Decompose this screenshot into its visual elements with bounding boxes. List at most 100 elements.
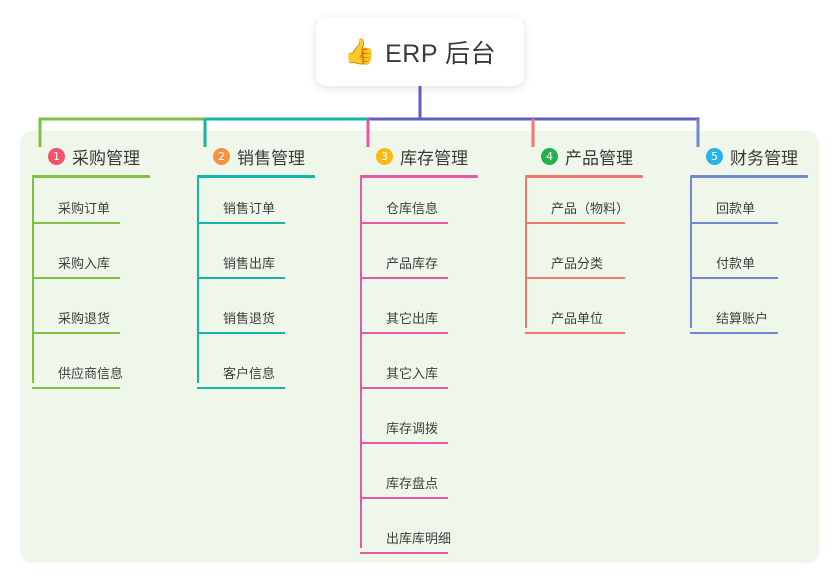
column-title: 产品管理 xyxy=(565,148,633,168)
leaf-label: 产品单位 xyxy=(551,311,604,326)
leaf-underline xyxy=(32,387,120,389)
leaf-label: 采购退货 xyxy=(58,311,111,326)
leaf-label: 库存盘点 xyxy=(386,476,439,491)
leaf-label: 采购入库 xyxy=(58,256,111,271)
leaf-underline xyxy=(525,332,625,334)
leaf-list: 仓库信息产品库存其它出库其它入库库存调拨库存盘点出库库明细 xyxy=(360,178,478,554)
leaf-label: 结算账户 xyxy=(716,311,769,326)
leaf-label: 产品库存 xyxy=(386,256,439,271)
leaf-item[interactable]: 出库库明细 xyxy=(360,528,451,554)
leaf-item[interactable]: 销售订单 xyxy=(197,198,285,224)
leaf-underline xyxy=(360,497,448,499)
column-spine xyxy=(360,178,362,548)
column-5: 5 财务管理回款单付款单结算账户 xyxy=(690,143,808,334)
leaf-item[interactable]: 结算账户 xyxy=(690,308,778,334)
leaf-underline xyxy=(690,277,778,279)
leaf-item[interactable]: 产品库存 xyxy=(360,253,448,279)
leaf-list: 销售订单销售出库销售退货客户信息 xyxy=(197,178,315,389)
leaf-underline xyxy=(525,277,625,279)
column-title: 财务管理 xyxy=(730,148,798,168)
leaf-label: 销售退货 xyxy=(223,311,276,326)
leaf-underline xyxy=(197,277,285,279)
leaf-label: 仓库信息 xyxy=(386,201,439,216)
column-header-5[interactable]: 5 财务管理 xyxy=(690,143,808,169)
leaf-item[interactable]: 产品单位 xyxy=(525,308,625,334)
column-header-1[interactable]: 1 采购管理 xyxy=(32,143,150,169)
leaf-underline xyxy=(360,442,448,444)
column-title: 库存管理 xyxy=(400,148,468,168)
root-node[interactable]: 👍 ERP 后台 xyxy=(316,18,524,86)
leaf-underline xyxy=(360,222,448,224)
leaf-label: 产品分类 xyxy=(551,256,604,271)
page-title: ERP 后台 xyxy=(385,40,497,68)
leaf-label: 出库库明细 xyxy=(386,531,452,546)
leaf-label: 销售订单 xyxy=(223,201,276,216)
leaf-item[interactable]: 采购订单 xyxy=(32,198,120,224)
leaf-list: 产品（物料） 产品分类产品单位 xyxy=(525,178,643,334)
content-panel xyxy=(20,131,819,563)
leaf-label: 其它出库 xyxy=(386,311,439,326)
leaf-item[interactable]: 产品分类 xyxy=(525,253,625,279)
thumbs-up-icon: 👍 xyxy=(343,37,376,66)
leaf-item[interactable]: 仓库信息 xyxy=(360,198,448,224)
leaf-label: 回款单 xyxy=(716,201,756,216)
leaf-label: 其它入库 xyxy=(386,366,439,381)
column-4: 4 产品管理产品（物料） 产品分类产品单位 xyxy=(525,143,643,334)
leaf-label: 付款单 xyxy=(716,256,756,271)
leaf-item[interactable]: 付款单 xyxy=(690,253,778,279)
column-1: 1 采购管理采购订单采购入库采购退货供应商信息 xyxy=(32,143,150,389)
leaf-item[interactable]: 采购退货 xyxy=(32,308,120,334)
column-header-2[interactable]: 2 销售管理 xyxy=(197,143,315,169)
number-badge-icon: 2 xyxy=(213,147,230,165)
column-header-4[interactable]: 4 产品管理 xyxy=(525,143,643,169)
column-header-3[interactable]: 3 库存管理 xyxy=(360,143,478,169)
leaf-underline xyxy=(197,222,285,224)
leaf-underline xyxy=(32,222,120,224)
leaf-item[interactable]: 产品（物料） xyxy=(525,198,629,224)
leaf-underline xyxy=(197,332,285,334)
column-underline xyxy=(525,175,643,178)
column-spine xyxy=(32,178,34,383)
leaf-underline xyxy=(360,387,448,389)
leaf-label: 销售出库 xyxy=(223,256,276,271)
column-spine xyxy=(525,178,527,328)
leaf-list: 回款单付款单结算账户 xyxy=(690,178,808,334)
leaf-list: 采购订单采购入库采购退货供应商信息 xyxy=(32,178,150,389)
leaf-label: 供应商信息 xyxy=(58,366,124,381)
leaf-underline xyxy=(32,332,120,334)
leaf-item[interactable]: 销售退货 xyxy=(197,308,285,334)
leaf-item[interactable]: 销售出库 xyxy=(197,253,285,279)
column-underline xyxy=(360,175,478,178)
leaf-item[interactable]: 库存调拨 xyxy=(360,418,448,444)
column-2: 2 销售管理销售订单销售出库销售退货客户信息 xyxy=(197,143,315,389)
number-badge-icon: 1 xyxy=(48,147,65,165)
number-badge-icon: 4 xyxy=(541,147,558,165)
leaf-underline xyxy=(360,332,448,334)
column-spine xyxy=(197,178,199,383)
leaf-item[interactable]: 供应商信息 xyxy=(32,363,123,389)
leaf-item[interactable]: 其它入库 xyxy=(360,363,448,389)
leaf-underline xyxy=(197,387,285,389)
leaf-label: 产品（物料） xyxy=(551,201,630,216)
number-badge-icon: 3 xyxy=(376,147,393,165)
leaf-item[interactable]: 库存盘点 xyxy=(360,473,448,499)
leaf-label: 采购订单 xyxy=(58,201,111,216)
leaf-item[interactable]: 采购入库 xyxy=(32,253,120,279)
leaf-label: 客户信息 xyxy=(223,366,276,381)
number-badge-icon: 5 xyxy=(706,147,723,165)
leaf-item[interactable]: 回款单 xyxy=(690,198,778,224)
leaf-item[interactable]: 客户信息 xyxy=(197,363,285,389)
leaf-underline xyxy=(360,277,448,279)
leaf-underline xyxy=(690,332,778,334)
column-underline xyxy=(690,175,808,178)
column-underline xyxy=(197,175,315,178)
column-underline xyxy=(32,175,150,178)
column-title: 采购管理 xyxy=(72,148,140,168)
leaf-underline xyxy=(360,552,448,554)
leaf-item[interactable]: 其它出库 xyxy=(360,308,448,334)
leaf-underline xyxy=(525,222,625,224)
leaf-underline xyxy=(32,277,120,279)
column-title: 销售管理 xyxy=(237,148,305,168)
column-3: 3 库存管理仓库信息产品库存其它出库其它入库库存调拨库存盘点出库库明细 xyxy=(360,143,478,554)
